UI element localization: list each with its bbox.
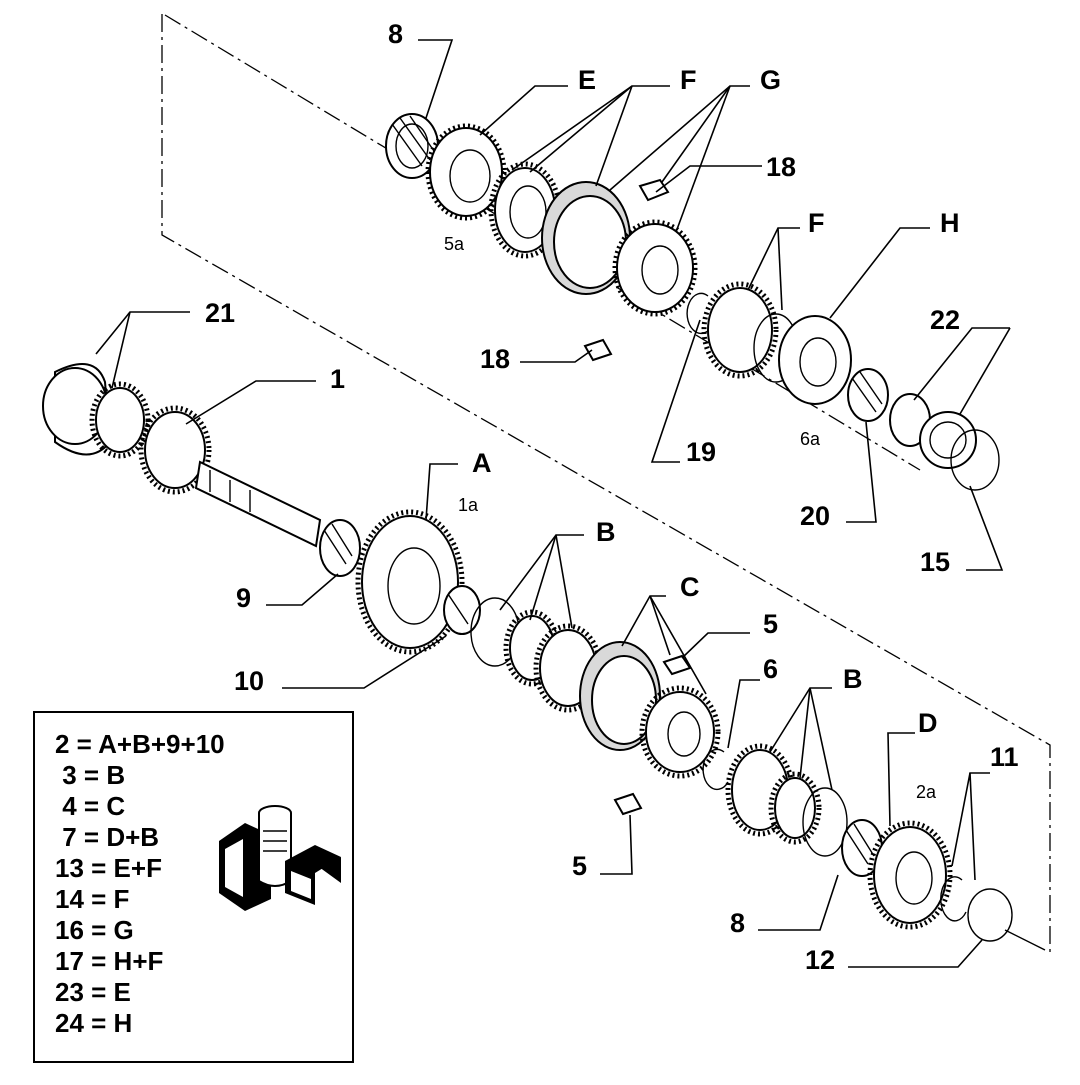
label-19: 19 (686, 437, 716, 467)
key-18-lower (583, 338, 613, 362)
sleeve-G (541, 181, 631, 295)
hub-C (639, 685, 721, 779)
label-8-lower: 8 (730, 908, 745, 938)
synchro-rings-B-lower (725, 743, 848, 857)
label-18-lower: 18 (480, 344, 510, 374)
key-5-upper (662, 654, 692, 676)
gear-D (867, 820, 953, 930)
label-21: 21 (205, 298, 235, 328)
gear-E (425, 123, 507, 221)
label-5-upper: 5 (763, 609, 778, 639)
label-G: G (760, 65, 781, 95)
legend-entry: 16 = G (55, 915, 134, 945)
label-D: D (918, 708, 938, 738)
label-F-mid: F (808, 208, 825, 238)
label-22: 22 (930, 305, 960, 335)
label-F-top: F (680, 65, 697, 95)
label-10: 10 (234, 666, 264, 696)
label-20: 20 (800, 501, 830, 531)
main-shaft-1 (138, 405, 322, 548)
kit-pack-icon (219, 805, 341, 911)
legend-entry: 2 = A+B+9+10 (55, 729, 225, 759)
label-12: 12 (805, 945, 835, 975)
label-H: H (940, 208, 960, 238)
legend-entry: 3 = B (55, 760, 126, 790)
sleeve-C (579, 641, 661, 751)
needle-bearing-10 (443, 585, 481, 635)
gear-H (778, 315, 852, 405)
kit-legend-list: 2 = A+B+9+10 3 = B 4 = C 7 = D+B 13 = E+… (55, 729, 225, 1039)
bearing-22 (889, 393, 977, 469)
kit-legend-box: 2 = A+B+9+10 3 = B 4 = C 7 = D+B 13 = E+… (33, 711, 354, 1063)
sublabel-6a: 6a (800, 429, 821, 449)
legend-entry: 24 = H (55, 1008, 133, 1038)
label-18-top: 18 (766, 152, 796, 182)
leader-lines (95, 39, 1011, 968)
shim-15 (950, 429, 1000, 491)
label-C: C (680, 572, 700, 602)
label-8-top: 8 (388, 19, 403, 49)
label-B-upper: B (596, 517, 616, 547)
gear-A (355, 509, 465, 655)
key-5-lower (613, 792, 643, 816)
circlip-6 (702, 748, 729, 791)
sublabel-5a: 5a (444, 234, 465, 254)
legend-entry: 4 = C (55, 791, 126, 821)
key-18-top (638, 178, 670, 202)
synchro-ring-F-mid (701, 281, 799, 383)
label-1: 1 (330, 364, 345, 394)
label-B-lower: B (843, 664, 863, 694)
circlip-11 (940, 876, 967, 922)
label-6: 6 (763, 654, 778, 684)
needle-bearing-9 (319, 519, 361, 577)
legend-entry: 13 = E+F (55, 853, 162, 883)
label-5-lower: 5 (572, 851, 587, 881)
label-E: E (578, 65, 596, 95)
label-11: 11 (990, 742, 1019, 772)
bearing-cone-21 (89, 381, 151, 459)
label-15: 15 (920, 547, 950, 577)
washer-12 (967, 888, 1046, 951)
legend-entry: 23 = E (55, 977, 131, 1007)
needle-bearing-20 (847, 368, 889, 422)
legend-entry: 17 = H+F (55, 946, 164, 976)
label-A: A (472, 448, 492, 478)
legend-entry: 7 = D+B (55, 822, 160, 852)
sublabel-2a: 2a (916, 782, 937, 802)
legend-entry: 14 = F (55, 884, 130, 914)
label-9: 9 (236, 583, 251, 613)
sublabel-1a: 1a (458, 495, 479, 515)
hub-G (612, 219, 698, 317)
boundary-line-upper (161, 14, 1051, 955)
